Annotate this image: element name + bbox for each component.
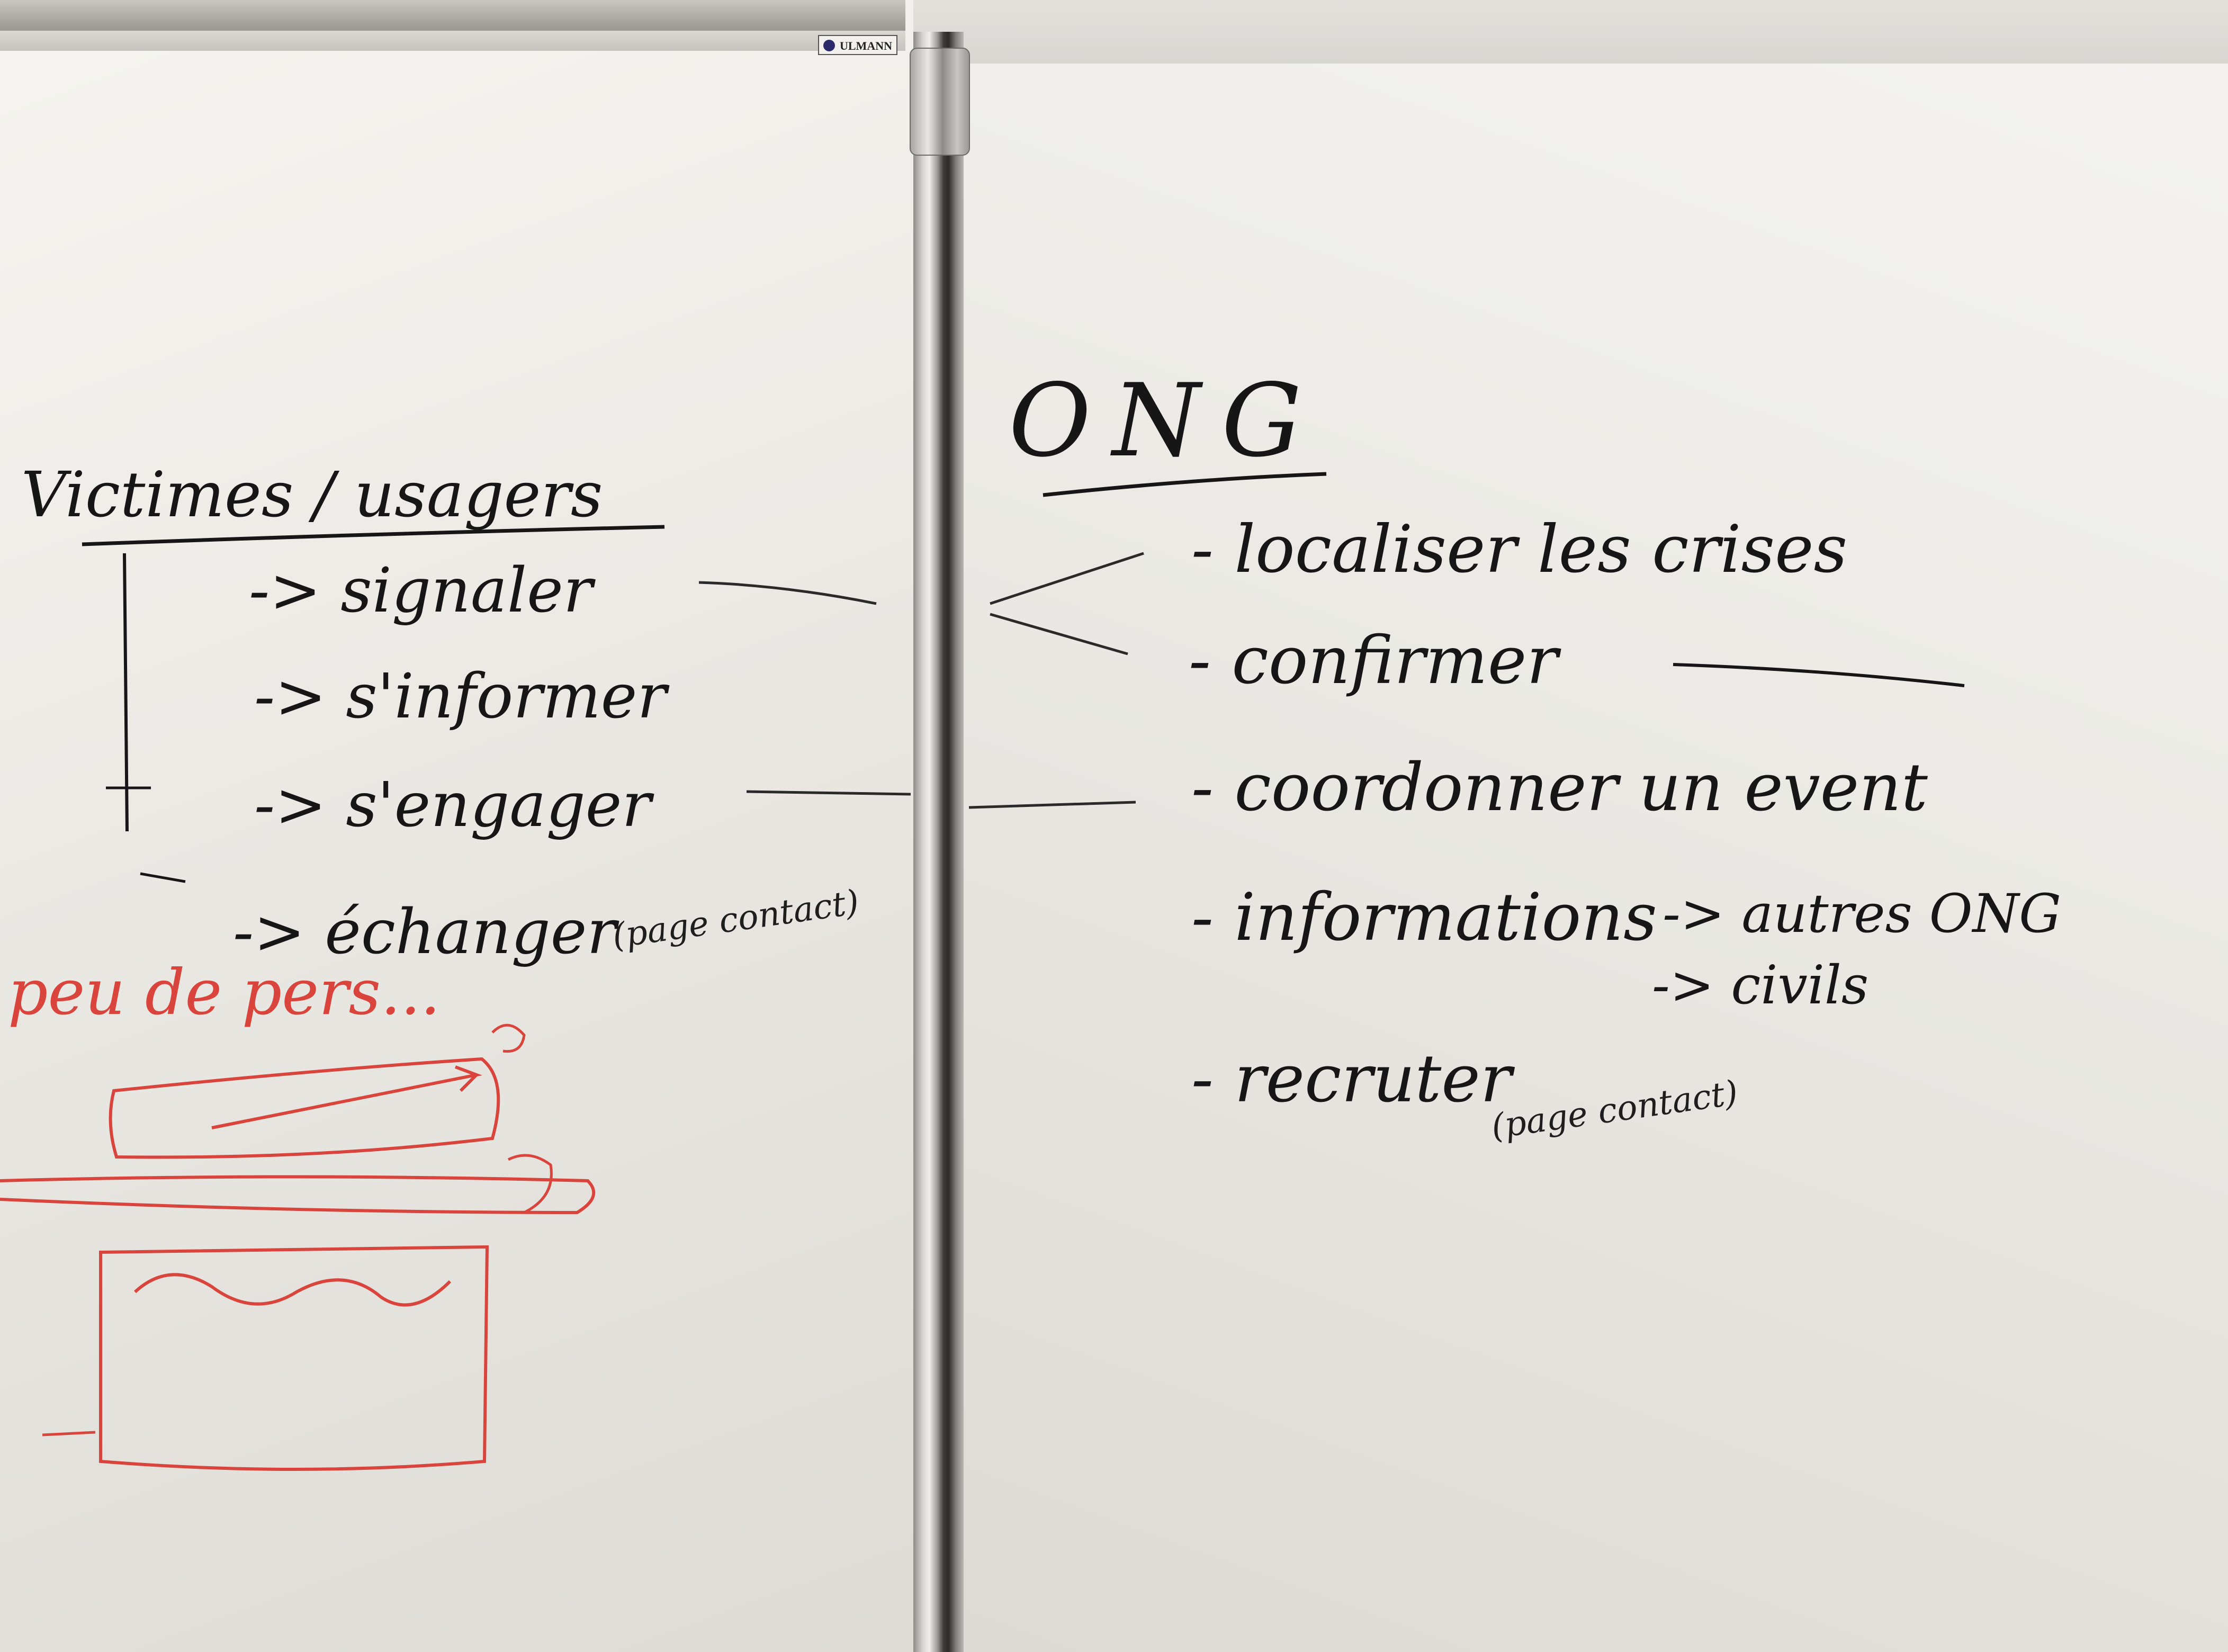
left-item-sinformer: -> s'informer [254,661,670,732]
red-sketch-arrow [211,1065,482,1129]
left-short-dash [140,872,186,883]
left-heading-underline [82,525,665,546]
left-page-contact-note: (page contact) [610,883,861,956]
red-note: peu de pers... [8,956,441,1029]
red-sketch-loop [491,1023,526,1053]
left-item-signaler: -> signaler [249,555,596,626]
red-sketch-bar [0,1175,596,1215]
red-sketch-dash [42,1431,96,1436]
right-item-informations: - informations [1191,879,1657,956]
right-item-recruter: - recruter [1191,1041,1515,1117]
brand-label: ULMANN [818,35,897,55]
connector-coordonner [968,801,1136,809]
whiteboard-left-panel [0,0,913,1652]
right-info-target-ong: -> autres ONG [1663,883,2061,945]
right-heading-underline [1043,472,1327,497]
left-item-sengager: -> s'engager [254,769,654,841]
left-heading: Victimes / usagers [21,458,603,531]
red-sketch-header-box [109,1057,500,1159]
right-item-localiser: - localiser les crises [1191,511,1847,588]
connector-localiser [990,552,1144,605]
right-item-confirmer: - confirmer [1189,623,1561,699]
left-item-echanger: -> échanger [233,896,619,968]
connector-signaler [698,581,877,605]
right-info-target-civils: -> civils [1652,954,1868,1016]
right-page-contact-note: (page contact) [1489,1073,1740,1147]
red-sketch-content-box [99,1245,489,1471]
left-vertical-line [123,553,129,832]
board-divider-frame [913,32,964,1652]
whiteboard-right-panel [964,64,2228,1652]
connector-sengager [746,790,911,796]
red-sketch-bar-end [507,1154,553,1214]
right-confirmer-line [1673,663,1965,687]
red-sketch-wave [133,1273,452,1307]
connector-confirmer [990,613,1128,656]
right-heading: ONG [1009,362,1323,479]
right-item-coordonner: - coordonner un event [1191,750,1928,826]
whiteboard-top-rail [0,31,905,51]
ceiling [913,0,2228,69]
board-hinge [910,48,970,156]
